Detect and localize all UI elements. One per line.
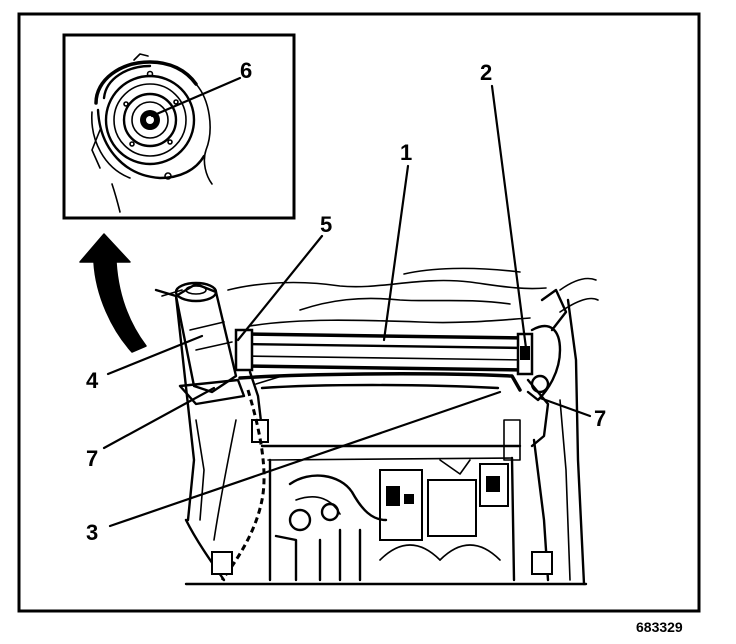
outer-frame xyxy=(17,12,701,613)
callout-2: 2 xyxy=(480,60,492,85)
engine-compartment xyxy=(154,267,599,586)
callout-7-left: 7 xyxy=(86,446,98,471)
callout-5: 5 xyxy=(320,212,332,237)
curved-arrow xyxy=(79,233,147,353)
callout-6: 6 xyxy=(240,58,252,83)
callout-1: 1 xyxy=(400,140,412,165)
callout-4: 4 xyxy=(86,368,99,393)
leader-lines xyxy=(102,84,592,528)
figure-number: 683329 xyxy=(636,619,683,635)
inset-detail xyxy=(62,33,296,220)
callout-3: 3 xyxy=(86,520,98,545)
callout-7-right: 7 xyxy=(594,406,606,431)
inset-frame xyxy=(62,33,296,220)
